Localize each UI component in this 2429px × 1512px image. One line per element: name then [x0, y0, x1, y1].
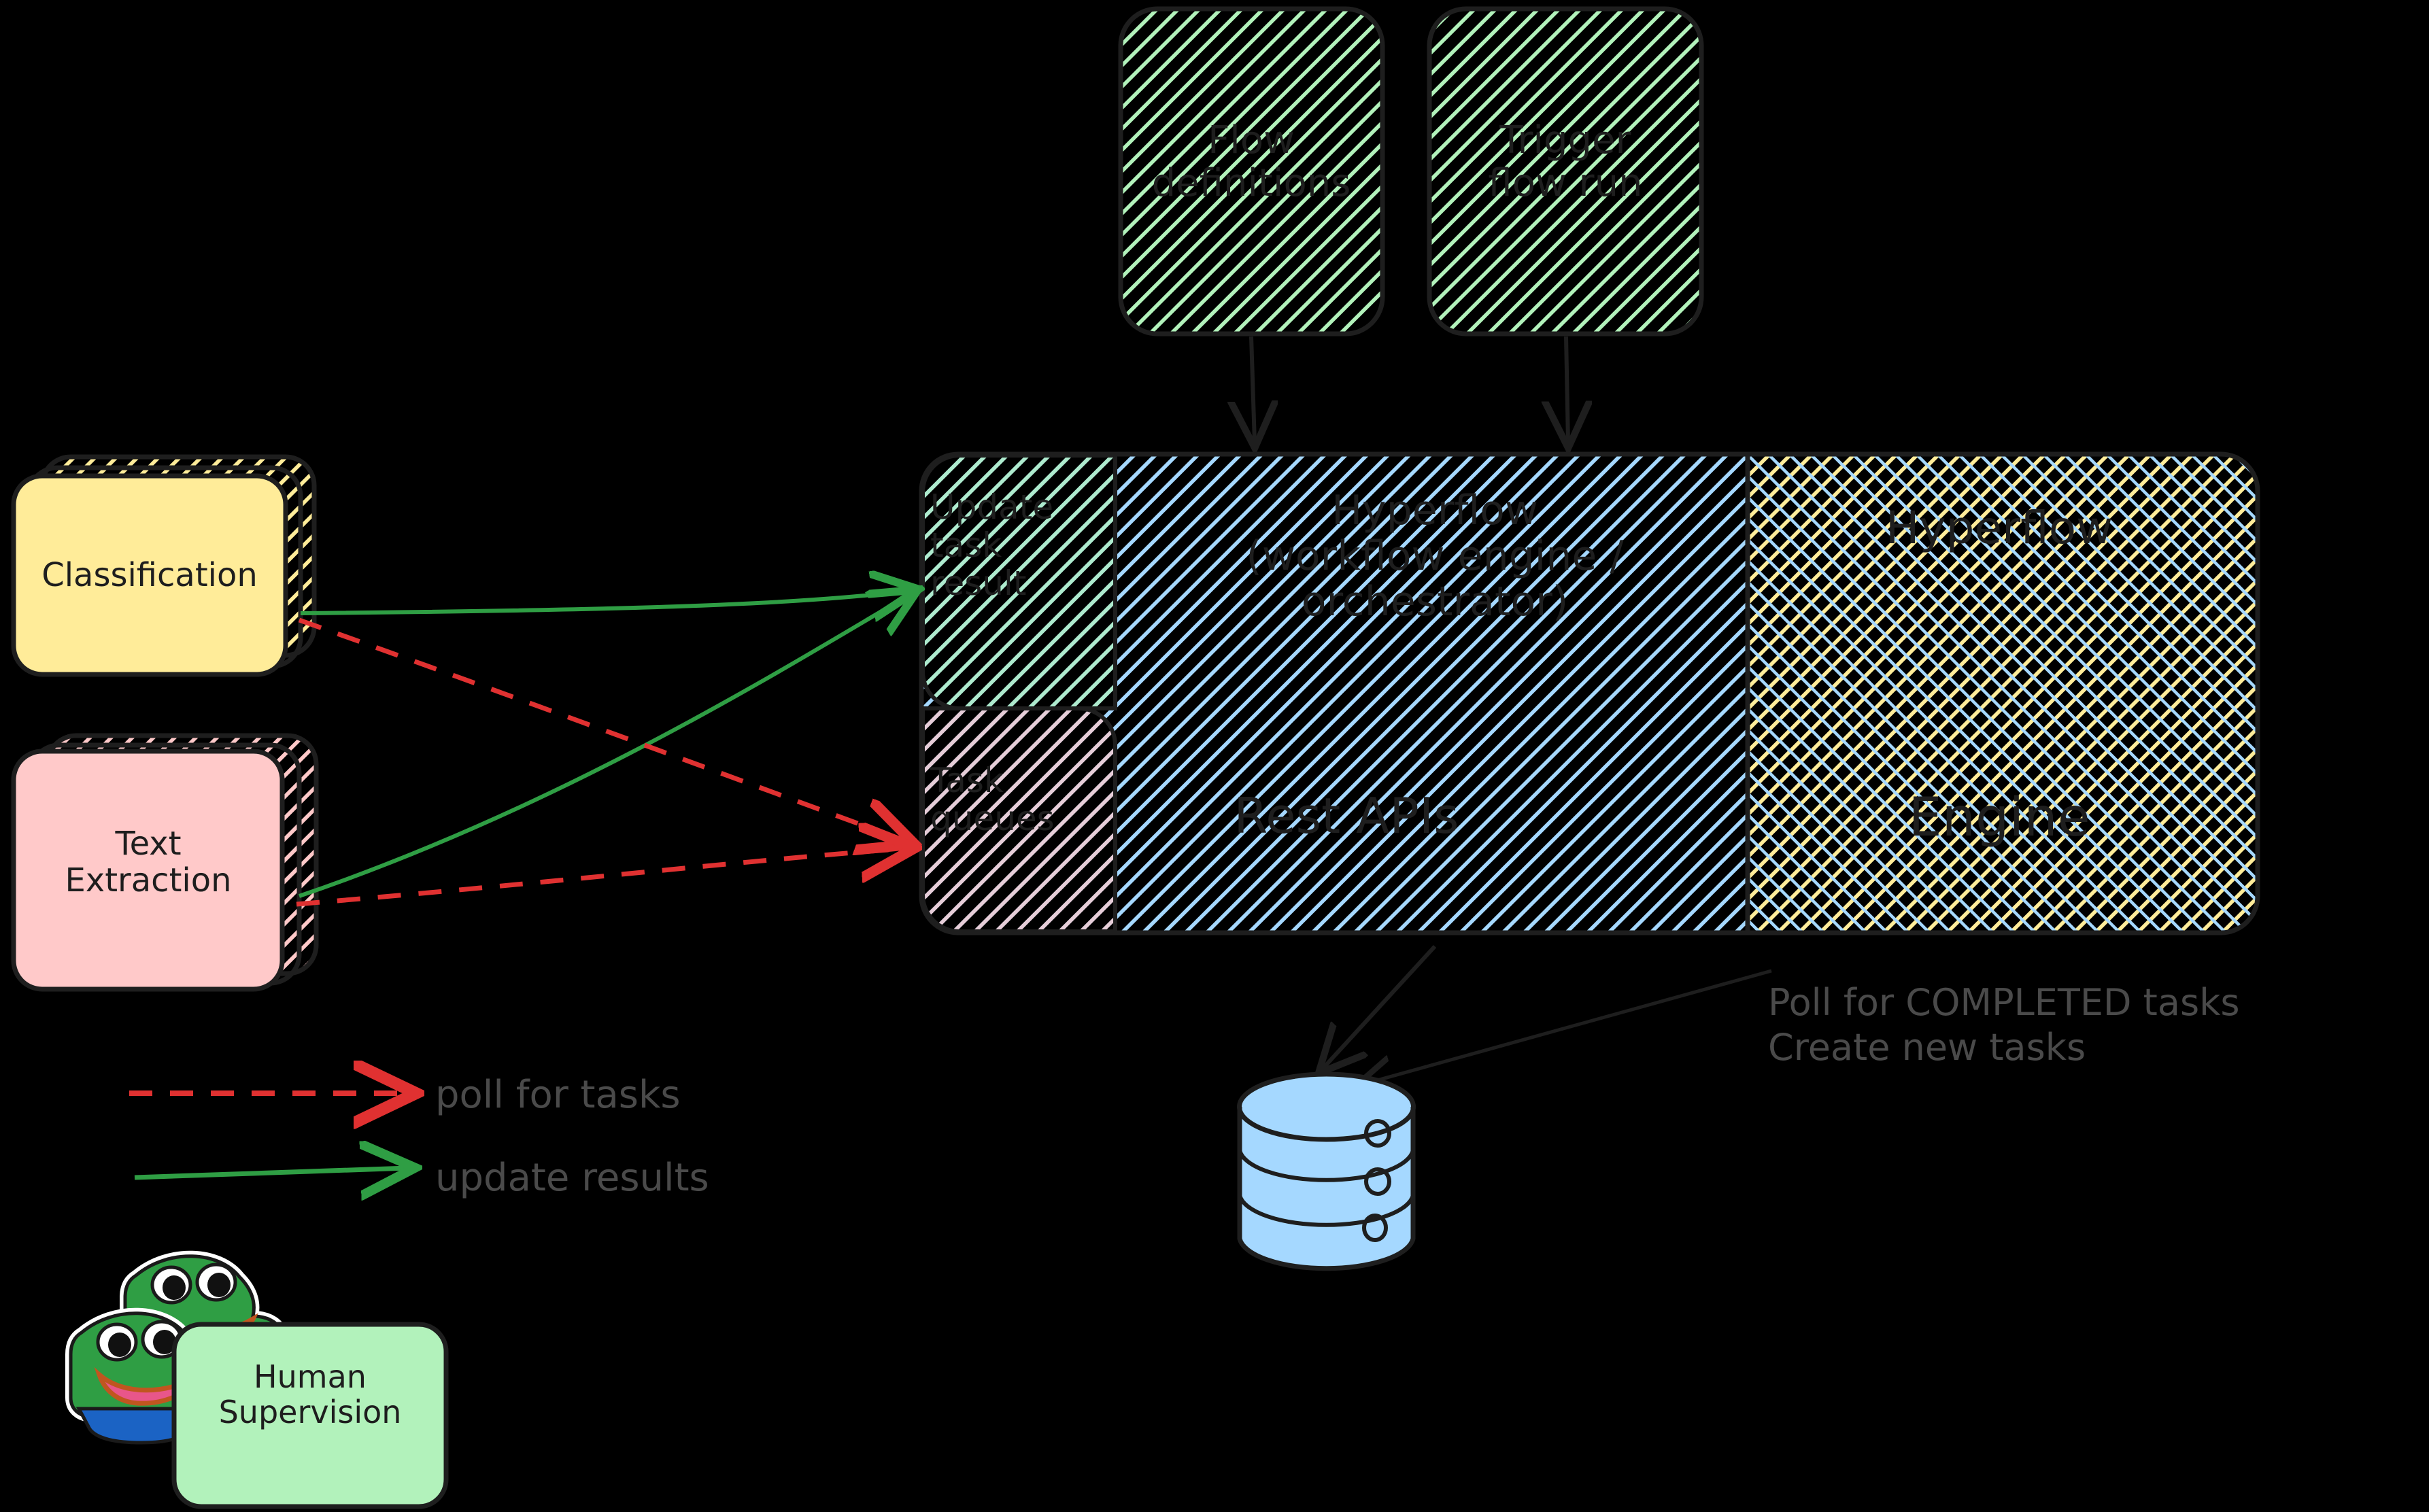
node-text-extraction[interactable]	[11, 733, 319, 992]
icon-database-cylinder[interactable]	[1237, 1071, 1416, 1271]
node-hyperflow-engine[interactable]	[1745, 451, 2260, 935]
edge-text-extraction-poll-tasks	[296, 848, 908, 907]
edge-flow-definitions-to-platform	[1251, 336, 1255, 442]
edge-classification-update-results	[300, 590, 913, 613]
edge-platform-to-database	[1323, 944, 1437, 1069]
edge-classification-poll-tasks	[298, 617, 908, 842]
legend-update-results-label: update results	[435, 1156, 709, 1200]
edge-engine-to-database	[1360, 969, 1772, 1085]
node-human-supervision[interactable]	[171, 1322, 449, 1509]
node-classification[interactable]	[11, 454, 317, 677]
node-update-task-result[interactable]	[921, 453, 1117, 710]
legend-sample-update	[134, 1168, 408, 1178]
node-task-queues[interactable]	[921, 706, 1117, 933]
edge-text-extraction-update-results	[299, 593, 913, 898]
engine-poll-annotation: Poll for COMPLETED tasks Create new task…	[1768, 981, 2240, 1069]
edge-trigger-flow-run-to-platform	[1566, 336, 1568, 442]
node-flow-definitions[interactable]	[1118, 6, 1385, 337]
node-trigger-flow-run[interactable]	[1427, 6, 1704, 337]
legend-poll-for-tasks-label: poll for tasks	[435, 1073, 681, 1117]
